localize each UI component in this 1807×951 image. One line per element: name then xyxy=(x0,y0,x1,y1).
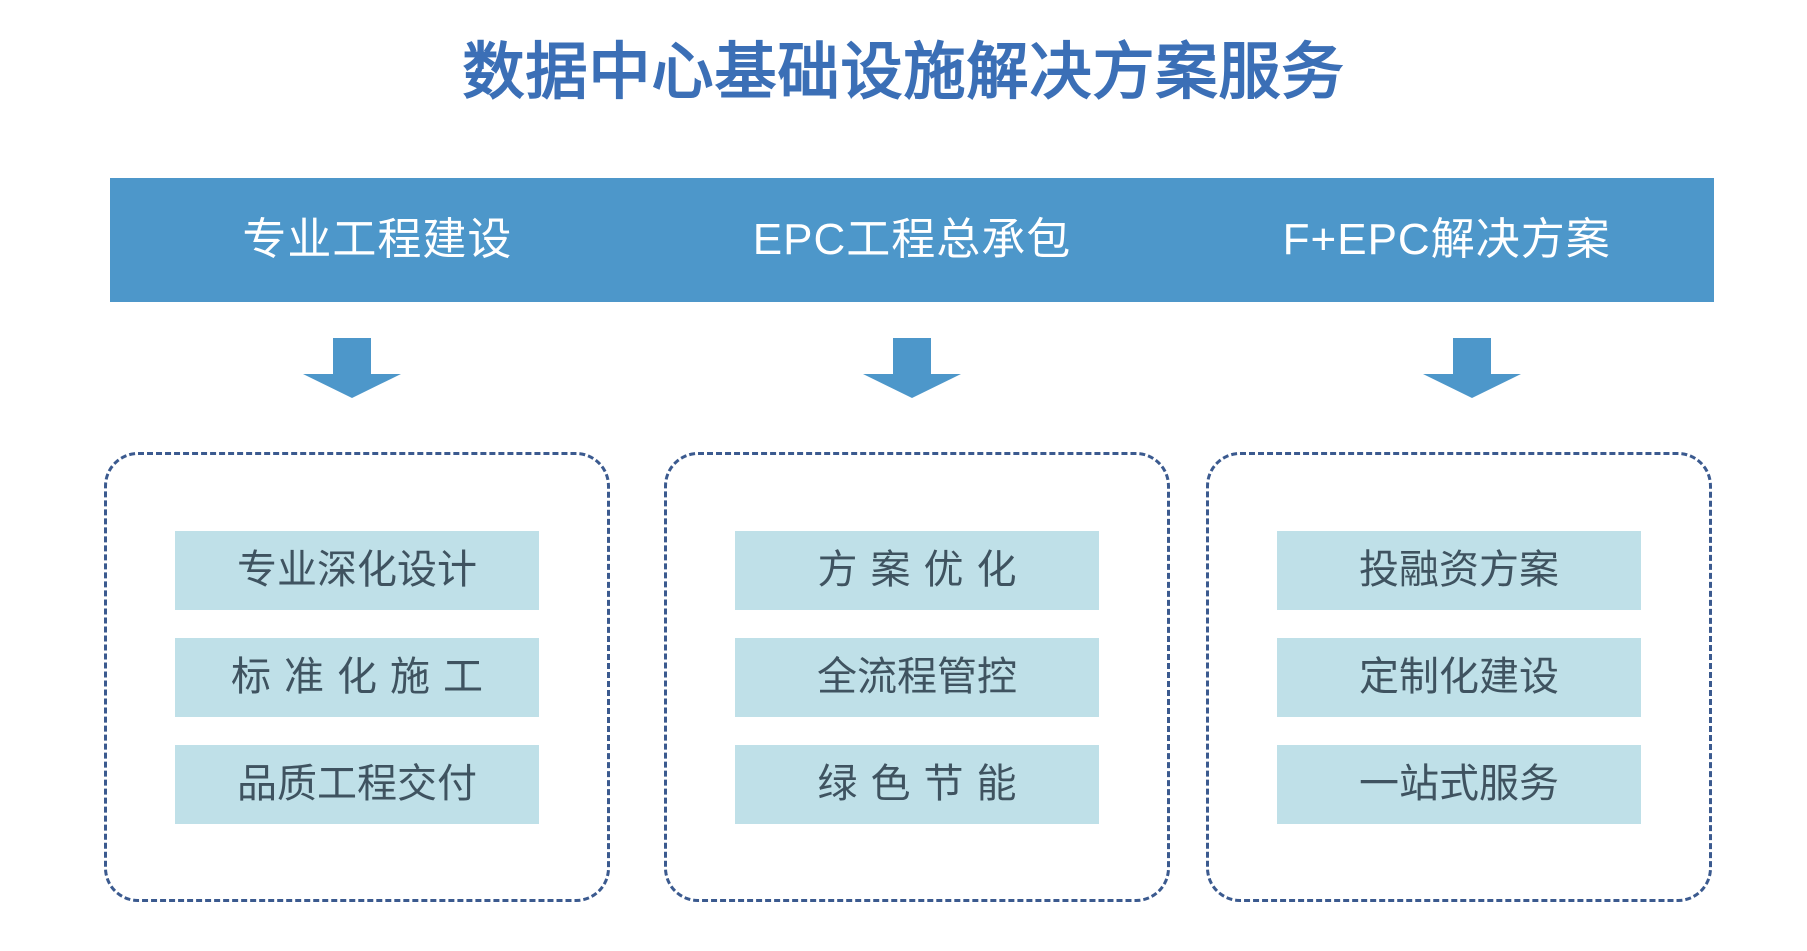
down-arrow-icon-1 xyxy=(303,338,401,398)
group-box-3: 投融资方案 定制化建设 一站式服务 xyxy=(1206,452,1712,902)
list-item[interactable]: 一站式服务 xyxy=(1277,744,1641,824)
list-item[interactable]: 绿色节能 xyxy=(735,744,1099,824)
group-box-2: 方案优化 全流程管控 绿色节能 xyxy=(664,452,1170,902)
list-item[interactable]: 专业深化设计 xyxy=(175,530,539,610)
list-item[interactable]: 方案优化 xyxy=(735,530,1099,610)
list-item[interactable]: 投融资方案 xyxy=(1277,530,1641,610)
page-title: 数据中心基础设施解决方案服务 xyxy=(462,38,1345,107)
list-item[interactable]: 全流程管控 xyxy=(735,637,1099,717)
group-box-1: 专业深化设计 标准化施工 品质工程交付 xyxy=(104,452,610,902)
header-cell-1: 专业工程建设 xyxy=(242,215,513,264)
list-item[interactable]: 标准化施工 xyxy=(175,637,539,717)
list-item[interactable]: 品质工程交付 xyxy=(175,744,539,824)
down-arrow-icon-2 xyxy=(863,338,961,398)
header-band: 专业工程建设 EPC工程总承包 F+EPC解决方案 xyxy=(110,178,1714,302)
down-arrow-icon-3 xyxy=(1423,338,1521,398)
header-cell-2: EPC工程总承包 xyxy=(752,215,1072,264)
header-cell-3: F+EPC解决方案 xyxy=(1282,215,1611,264)
list-item[interactable]: 定制化建设 xyxy=(1277,637,1641,717)
